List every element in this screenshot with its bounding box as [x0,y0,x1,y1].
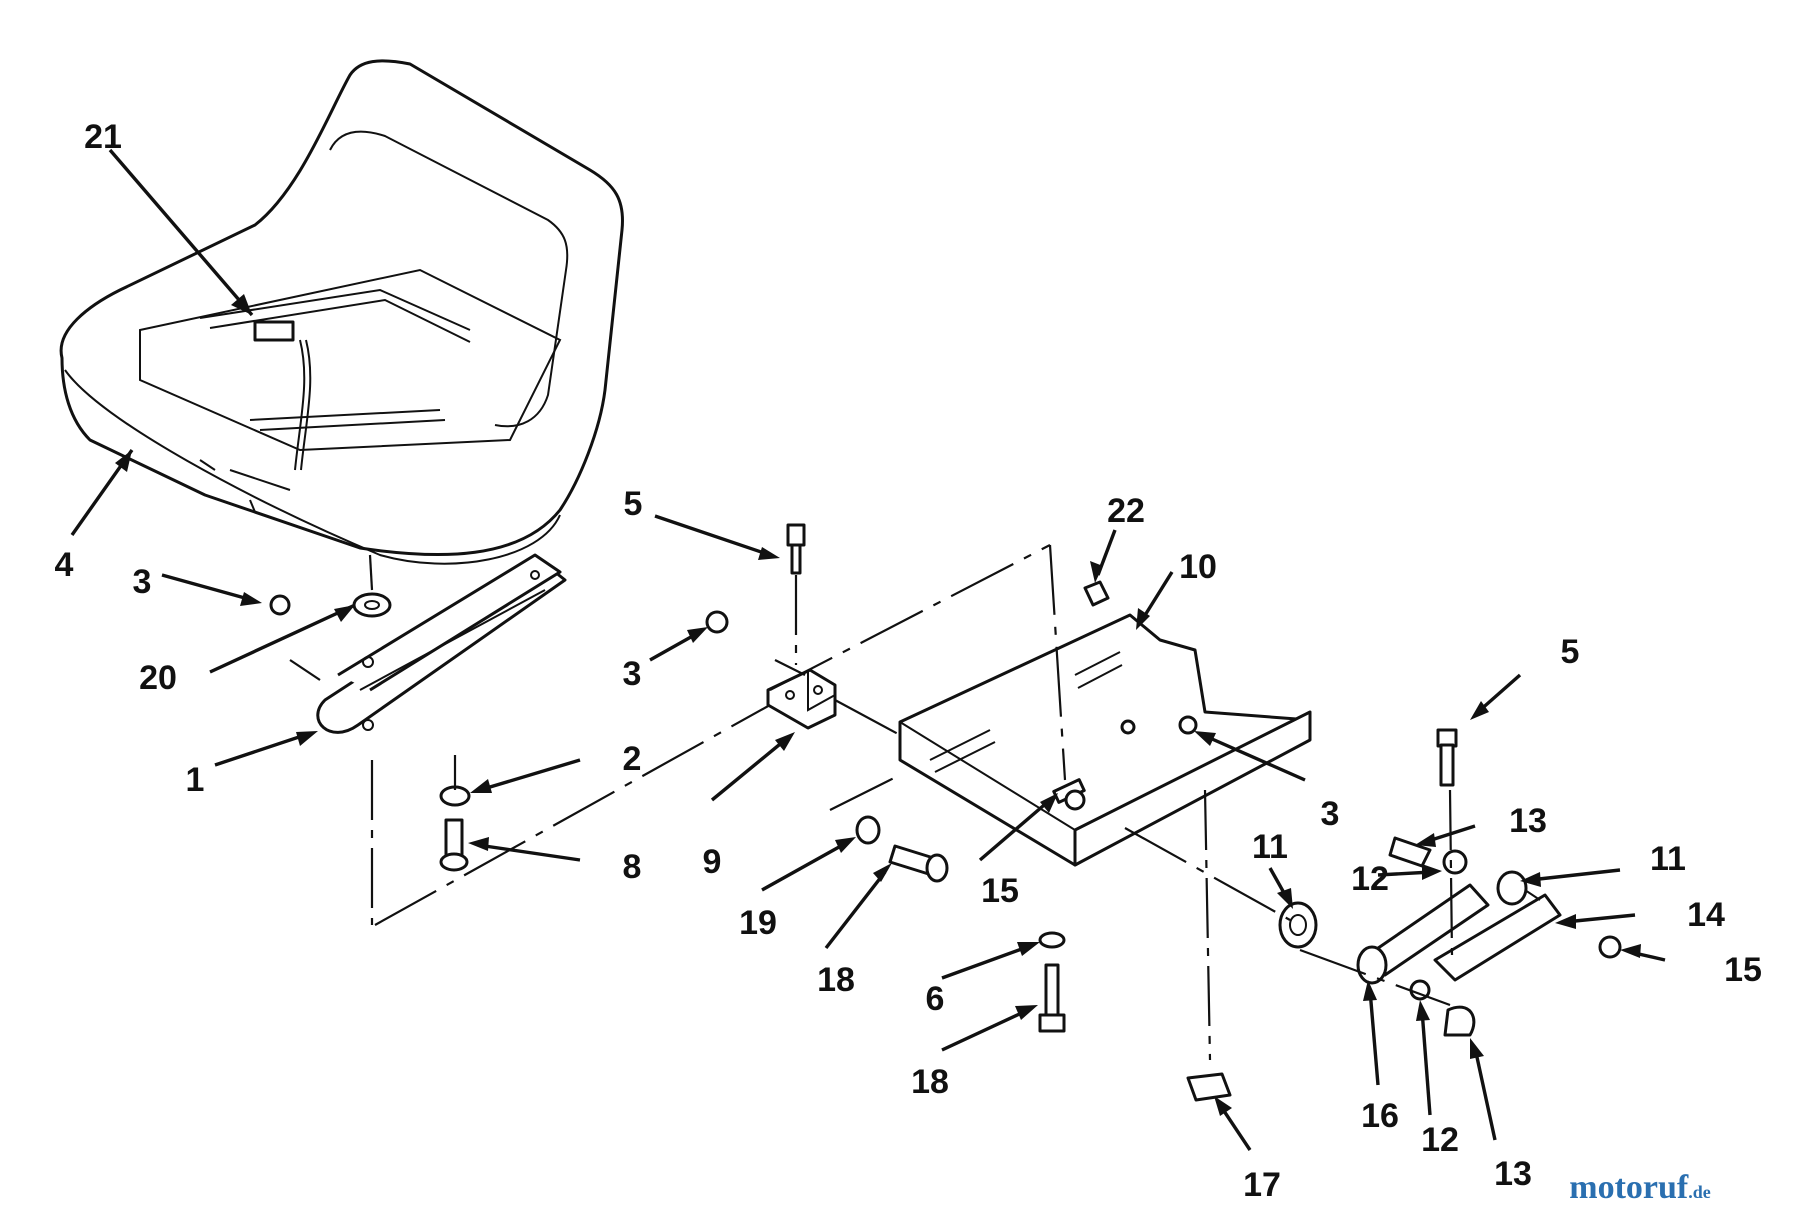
fasteners [705,523,1458,1102]
part-labels: 21 4 3 20 1 2 8 5 3 9 22 10 3 15 19 18 6… [55,118,1762,1204]
callout-3a: 3 [133,563,152,601]
callout-5a: 5 [624,485,643,523]
callout-18a: 18 [817,961,855,999]
callout-11a: 11 [1252,828,1288,866]
assembly-lines [289,544,1454,1061]
callout-11b: 11 [1650,840,1686,878]
callout-3c: 3 [1321,795,1340,833]
leader-lines [70,148,1666,1151]
seat-bracket-part [316,553,567,734]
callout-16: 16 [1361,1097,1399,1135]
callout-5b: 5 [1561,633,1580,671]
arrow-heads [115,294,1641,1116]
watermark-main: motoruf [1569,1169,1689,1206]
callout-12b: 12 [1421,1121,1459,1159]
watermark-suffix: .de [1688,1182,1711,1202]
callout-12a: 12 [1351,860,1389,898]
callout-8: 8 [623,848,642,886]
callout-1: 1 [186,761,205,799]
callout-14: 14 [1687,896,1725,934]
shock-assembly [1356,836,1622,1037]
callout-9: 9 [703,843,722,881]
seat-plate-part [898,613,1312,867]
callout-13a: 13 [1509,802,1547,840]
callout-2: 2 [623,740,642,778]
callout-3b: 3 [623,655,642,693]
seat-part [59,59,625,565]
callout-10: 10 [1179,548,1217,586]
watermark: motoruf.de [1569,1169,1710,1206]
callout-18b: 18 [911,1063,949,1101]
callout-4: 4 [55,546,74,584]
callout-21: 21 [84,118,122,156]
angle-bracket-part [766,668,837,730]
callout-19: 19 [739,904,777,942]
callout-6: 6 [926,980,945,1018]
callout-17: 17 [1243,1166,1281,1204]
callout-15a: 15 [981,872,1019,910]
callout-13b: 13 [1494,1155,1532,1193]
callout-20: 20 [139,659,177,697]
callout-15b: 15 [1724,951,1762,989]
callout-22: 22 [1107,492,1145,530]
